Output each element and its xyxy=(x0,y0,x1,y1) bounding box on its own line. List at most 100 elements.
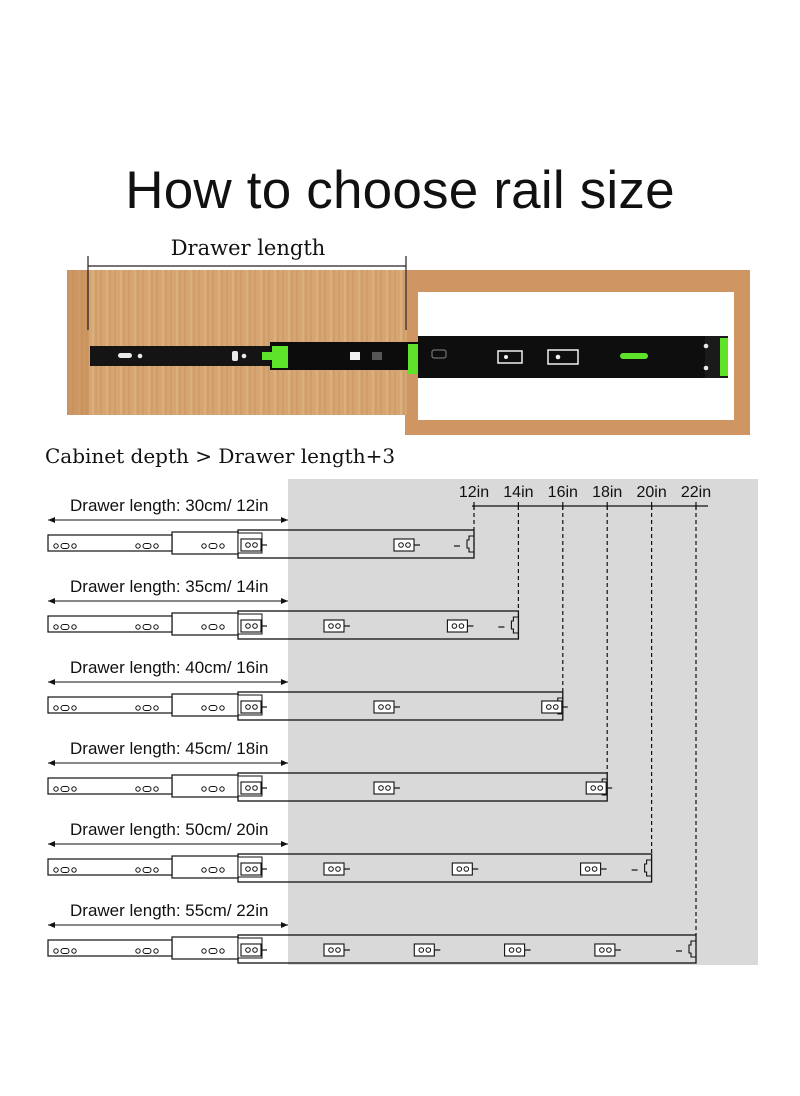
rail-middle xyxy=(270,342,420,370)
hole xyxy=(71,624,77,630)
hole xyxy=(201,705,207,711)
hole xyxy=(378,785,384,791)
rail-end-cap xyxy=(688,940,696,958)
row-label: Drawer length: 55cm/ 22in xyxy=(70,901,269,920)
rail-inner xyxy=(47,939,173,957)
row-label: Drawer length: 30cm/ 12in xyxy=(70,496,269,515)
hole xyxy=(456,866,463,872)
rail-inner xyxy=(47,615,173,633)
mount-bracket xyxy=(413,943,435,957)
arrow-head-right xyxy=(281,922,288,928)
hole xyxy=(71,948,77,954)
mount-bracket xyxy=(240,781,262,795)
row-label: Drawer length: 50cm/ 20in xyxy=(70,820,269,839)
mount-bracket xyxy=(393,538,415,552)
hole xyxy=(418,947,425,953)
hole xyxy=(252,704,258,710)
slot xyxy=(142,867,152,873)
mount-bracket xyxy=(323,943,345,957)
arrow-head-right xyxy=(281,760,288,766)
slot xyxy=(60,786,70,792)
slot xyxy=(60,705,70,711)
arrow-head-right xyxy=(281,517,288,523)
mount-bracket xyxy=(504,943,526,957)
hole xyxy=(599,947,605,953)
hole xyxy=(546,704,552,710)
hole xyxy=(153,948,159,954)
mount-bracket xyxy=(240,619,262,633)
arrow-head-left xyxy=(48,922,55,928)
rail-middle xyxy=(171,855,239,879)
hole xyxy=(245,785,251,791)
slot xyxy=(60,948,70,954)
rail-middle xyxy=(171,693,239,717)
hole xyxy=(71,867,77,873)
slot xyxy=(142,543,152,549)
hole xyxy=(53,948,59,954)
hole xyxy=(201,948,207,954)
hole xyxy=(425,947,432,953)
rail-outer xyxy=(418,336,728,378)
hole xyxy=(53,867,59,873)
arrow-head-left xyxy=(48,598,55,604)
hole xyxy=(153,624,159,630)
hole xyxy=(245,866,251,872)
hole xyxy=(463,866,470,872)
hole xyxy=(245,947,251,953)
hole xyxy=(201,786,207,792)
mount-bracket xyxy=(240,538,262,552)
hole xyxy=(201,867,207,873)
hole xyxy=(553,704,559,710)
hole xyxy=(153,705,159,711)
hole xyxy=(328,947,334,953)
hole xyxy=(219,543,225,549)
slot xyxy=(208,948,218,954)
slot xyxy=(208,705,218,711)
mount-bracket xyxy=(323,862,345,876)
inch-mark-label: 16in xyxy=(547,484,578,501)
hole xyxy=(153,543,159,549)
hole xyxy=(219,867,225,873)
hole xyxy=(385,785,391,791)
hole xyxy=(71,786,77,792)
rail-end-cap xyxy=(510,616,519,634)
cabinet-depth-rule: Cabinet depth > Drawer length+3 xyxy=(45,444,396,468)
hole xyxy=(335,866,341,872)
hole xyxy=(458,623,465,629)
hole xyxy=(135,867,141,873)
mount-bracket xyxy=(240,862,262,876)
hole xyxy=(153,786,159,792)
drawer-length-label: Drawer length xyxy=(170,236,326,260)
hole xyxy=(201,543,207,549)
hole xyxy=(252,623,258,629)
mount-bracket xyxy=(240,700,262,714)
hole xyxy=(597,785,604,791)
hole xyxy=(135,948,141,954)
slot xyxy=(142,624,152,630)
mount-bracket xyxy=(594,943,616,957)
grey-panel xyxy=(288,479,758,965)
rail-end-cap xyxy=(644,859,652,877)
hole xyxy=(584,866,591,872)
row-label: Drawer length: 35cm/ 14in xyxy=(70,577,269,596)
mount-bracket xyxy=(585,781,607,795)
slot xyxy=(142,786,152,792)
slot xyxy=(208,543,218,549)
mount-bracket xyxy=(541,700,563,714)
hole xyxy=(335,947,341,953)
arrow-head-right xyxy=(281,598,288,604)
hole xyxy=(135,786,141,792)
hole xyxy=(591,866,598,872)
hole xyxy=(219,786,225,792)
mount-bracket xyxy=(451,862,473,876)
row-label: Drawer length: 40cm/ 16in xyxy=(70,658,269,677)
hole xyxy=(515,947,522,953)
mount-bracket xyxy=(580,862,602,876)
slot xyxy=(142,948,152,954)
slot xyxy=(60,543,70,549)
rail-middle xyxy=(171,936,239,960)
hole xyxy=(71,705,77,711)
hole xyxy=(245,542,251,548)
